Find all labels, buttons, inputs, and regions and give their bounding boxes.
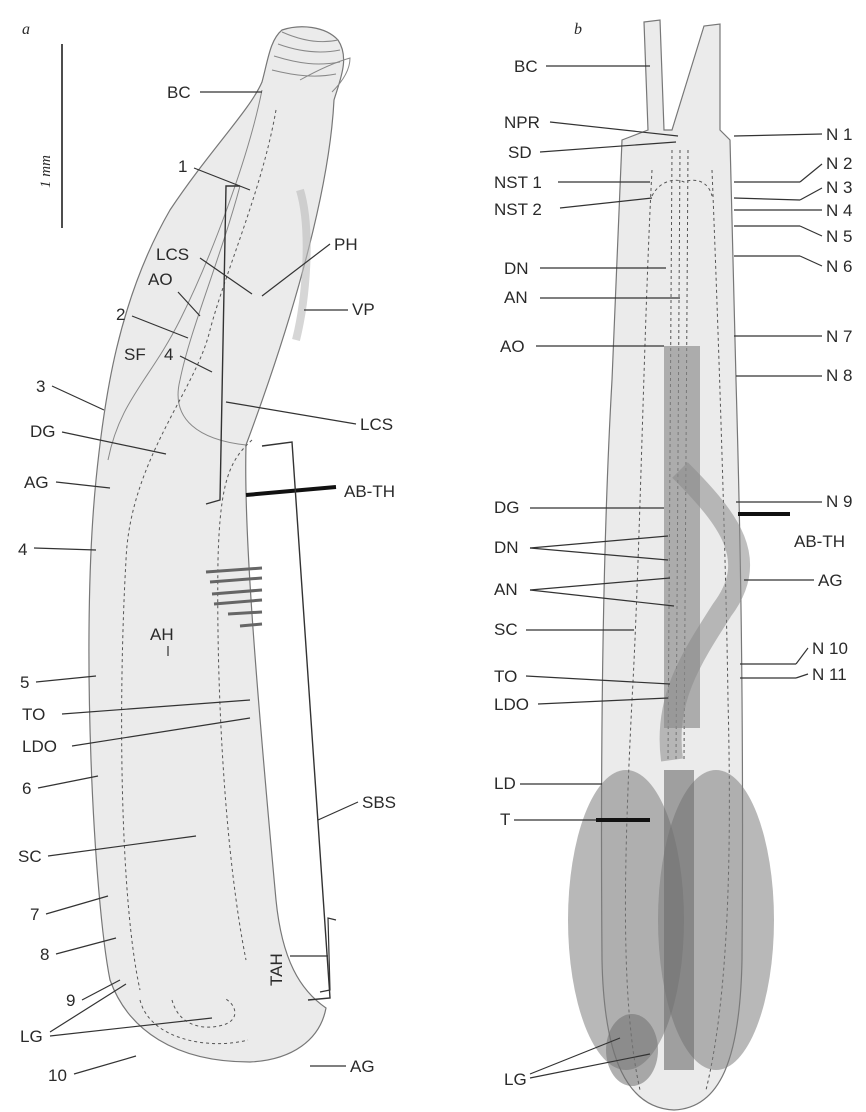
label-a-1: 1	[178, 157, 187, 176]
label-b-n3: N 3	[826, 178, 852, 197]
ab-th-bar-a	[246, 487, 336, 495]
panel-label-a: a	[22, 21, 30, 38]
label-a-3: 3	[36, 377, 45, 396]
label-a-ag-left: AG	[24, 473, 49, 492]
leader-b-n1	[734, 134, 822, 136]
leader-a-lg-1	[50, 984, 126, 1032]
label-a-lcs-top: LCS	[156, 245, 189, 264]
label-a-4: 4	[18, 540, 27, 559]
label-b-n4: N 4	[826, 201, 852, 220]
leader-a-4	[34, 548, 96, 550]
leader-b-n5	[800, 226, 822, 236]
lobe-lg-b	[606, 1014, 658, 1086]
label-b-n5: N 5	[826, 227, 852, 246]
label-b-ao: AO	[500, 337, 525, 356]
body-outline-a	[89, 27, 344, 1062]
label-a-5: 5	[20, 673, 29, 692]
label-a-ph: PH	[334, 235, 358, 254]
label-b-n11: N 11	[812, 665, 847, 684]
label-a-to: TO	[22, 705, 45, 724]
label-b-n2: N 2	[826, 154, 852, 173]
label-b-ld: LD	[494, 774, 516, 793]
leader-a-6	[38, 776, 98, 788]
leader-b-n6	[800, 256, 822, 266]
label-b-nst1: NST 1	[494, 173, 542, 192]
label-b-an-mid: AN	[494, 580, 518, 599]
label-a-9: 9	[66, 991, 75, 1010]
label-b-to: TO	[494, 667, 517, 686]
leader-a-sbs	[318, 802, 358, 820]
label-b-an-top: AN	[504, 288, 528, 307]
label-a-lcs-right: LCS	[360, 415, 393, 434]
label-b-bc: BC	[514, 57, 538, 76]
label-a-tah: TAH	[267, 953, 286, 986]
leader-a-7	[46, 896, 108, 914]
label-a-7: 7	[30, 905, 39, 924]
label-a-sbs: SBS	[362, 793, 396, 812]
label-b-nst2: NST 2	[494, 200, 542, 219]
tah-bracket	[320, 918, 336, 992]
leader-a-3	[52, 386, 104, 410]
label-a-6: 6	[22, 779, 31, 798]
leader-b-n11	[796, 674, 808, 678]
scale-bar-label: 1 mm	[38, 155, 54, 188]
label-a-10: 10	[48, 1066, 67, 1085]
label-a-2: 2	[116, 305, 125, 324]
label-b-ab-th: AB-TH	[794, 532, 845, 551]
label-b-npr: NPR	[504, 113, 540, 132]
label-b-dn-mid: DN	[494, 538, 519, 557]
figure-a: a 1 mm BC 1	[18, 21, 396, 1085]
leader-b-n3b	[734, 198, 800, 200]
leader-b-n3	[800, 188, 822, 200]
label-b-sc: SC	[494, 620, 518, 639]
label-b-n6: N 6	[826, 257, 852, 276]
label-b-n7: N 7	[826, 327, 852, 346]
leader-b-n10	[796, 648, 808, 664]
label-b-n10: N 10	[812, 639, 848, 658]
label-a-ao: AO	[148, 270, 173, 289]
figure-b: b BC NPR SD NST 1 NST 2 DN AN	[494, 20, 852, 1110]
label-a-lg: LG	[20, 1027, 43, 1046]
label-b-sd: SD	[508, 143, 532, 162]
leader-a-5	[36, 676, 96, 682]
label-b-lg: LG	[504, 1070, 527, 1089]
label-a-sf-4: 4	[164, 345, 173, 364]
label-a-ldo: LDO	[22, 737, 57, 756]
leader-a-10	[74, 1056, 136, 1074]
label-b-ldo: LDO	[494, 695, 529, 714]
label-a-sf: SF	[124, 345, 146, 364]
label-a-sc: SC	[18, 847, 42, 866]
label-b-n8: N 8	[826, 366, 852, 385]
label-b-dg: DG	[494, 498, 520, 517]
label-a-vp: VP	[352, 300, 375, 319]
label-b-ag: AG	[818, 571, 843, 590]
label-a-8: 8	[40, 945, 49, 964]
panel-label-b: b	[574, 21, 582, 38]
trunk-t	[664, 770, 694, 1070]
label-a-bc: BC	[167, 83, 191, 102]
label-b-dn-top: DN	[504, 259, 529, 278]
label-b-n9: N 9	[826, 492, 852, 511]
label-a-ab-th: AB-TH	[344, 482, 395, 501]
label-b-t: T	[500, 810, 510, 829]
label-b-n1: N 1	[826, 125, 852, 144]
label-a-ag-bottom: AG	[350, 1057, 375, 1076]
label-a-dg: DG	[30, 422, 56, 441]
leader-b-n2	[800, 164, 822, 182]
label-a-ah: AH	[150, 625, 174, 644]
